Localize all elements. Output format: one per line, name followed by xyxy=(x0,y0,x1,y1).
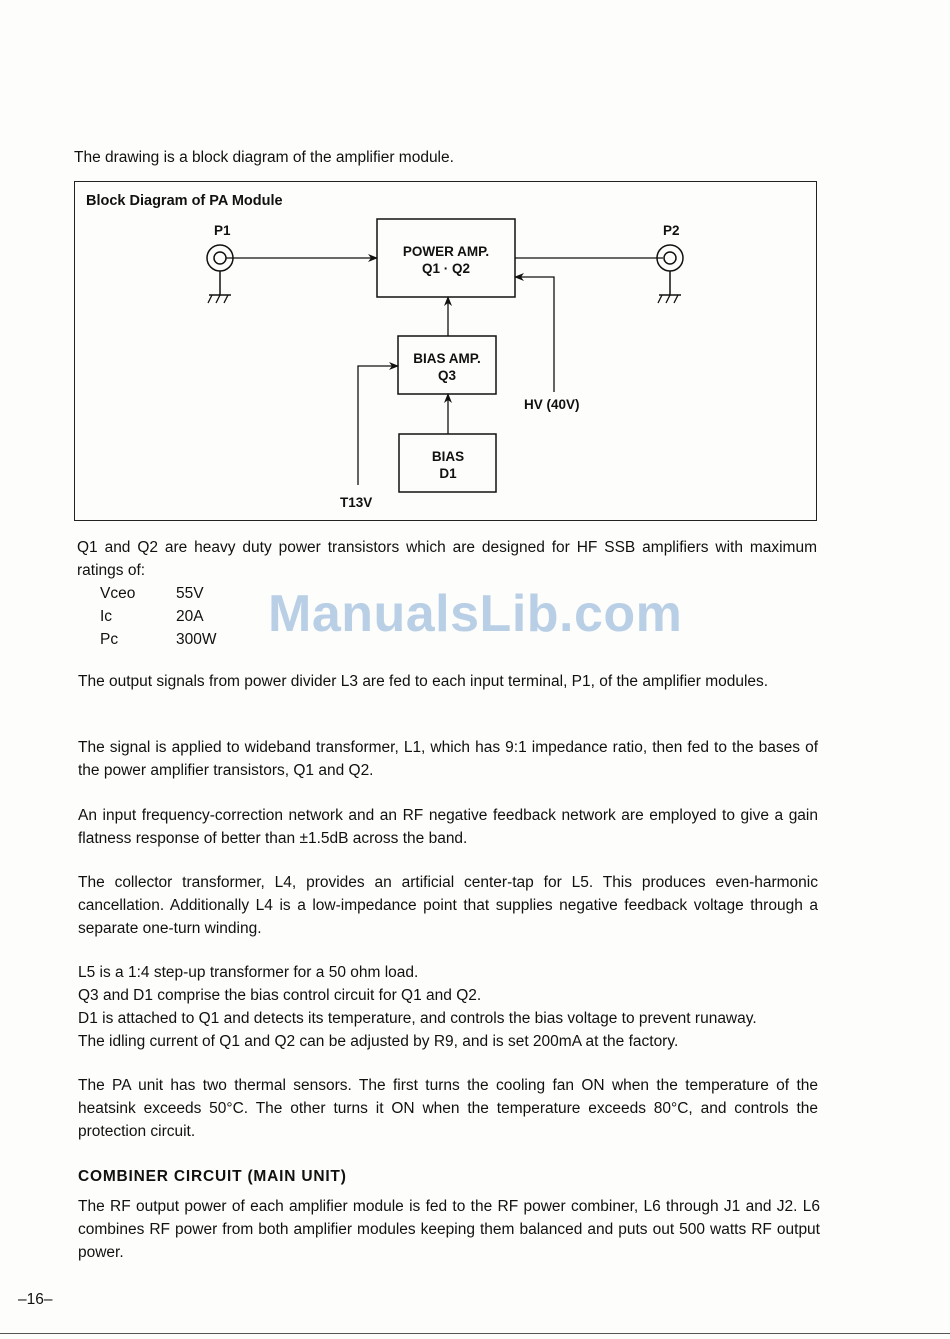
bias-block xyxy=(398,433,497,493)
power-amp-transistors: Q1 · Q2 xyxy=(422,261,470,276)
p1-connector-icon xyxy=(206,244,234,295)
para-thermal-sensors: The PA unit has two thermal sensors. The… xyxy=(78,1077,818,1140)
p1-label: P1 xyxy=(214,223,231,238)
rating-name: Ic xyxy=(100,608,113,625)
rating-value: 20A xyxy=(176,608,204,625)
para-transistors: Q1 and Q2 are heavy duty power transisto… xyxy=(77,539,817,579)
text-line: The idling current of Q1 and Q2 can be a… xyxy=(78,1033,679,1050)
rating-row: Pc 300W xyxy=(100,628,217,651)
p1-ground-icon xyxy=(207,294,231,304)
hv-label: HV (40V) xyxy=(524,397,580,412)
para-power-divider: The output signals from power divider L3… xyxy=(78,673,769,690)
rating-value: 55V xyxy=(176,585,204,602)
text-line: D1 is attached to Q1 and detects its tem… xyxy=(78,1010,757,1027)
page-number: –16– xyxy=(18,1291,53,1308)
rating-value: 300W xyxy=(176,631,217,648)
p2-connector-icon xyxy=(656,244,684,295)
p2-label: P2 xyxy=(663,223,680,238)
rating-name: Vceo xyxy=(100,585,136,602)
hv-supply-line xyxy=(514,273,555,392)
rating-name: Pc xyxy=(100,631,119,648)
section-heading: COMBINER CIRCUIT (MAIN UNIT) xyxy=(78,1168,347,1185)
watermark: ManualsLib.com xyxy=(268,585,683,643)
intro-text: The drawing is a block diagram of the am… xyxy=(74,149,454,166)
text-line: Q3 and D1 comprise the bias control circ… xyxy=(78,987,482,1004)
rating-row: Ic 20A xyxy=(100,605,217,628)
para-feedback-network: An input frequency-correction network an… xyxy=(78,807,818,847)
para-bias-control: L5 is a 1:4 step-up transformer for a 50… xyxy=(78,961,823,1053)
para-wideband-transformer: The signal is applied to wideband transf… xyxy=(78,739,818,779)
para-collector-transformer: The collector transformer, L4, provides … xyxy=(78,874,818,937)
block-diagram-drawing: Block Diagram of PA Module P1 POWER AMP.… xyxy=(86,193,684,510)
bias-amp-transistor: Q3 xyxy=(438,368,457,383)
text-line: L5 is a 1:4 step-up transformer for a 50… xyxy=(78,964,419,981)
rating-row: Vceo 55V xyxy=(100,582,217,605)
bias-amp-label: BIAS AMP. xyxy=(413,351,481,366)
t13v-label: T13V xyxy=(340,495,372,510)
bias-diode: D1 xyxy=(439,466,457,481)
ratings-table: Vceo 55V Ic 20A Pc 300W xyxy=(100,582,217,651)
block-diagram: Block Diagram of PA Module P1 POWER AMP.… xyxy=(74,181,817,521)
bottom-rule xyxy=(0,1333,950,1334)
diagram-title: Block Diagram of PA Module xyxy=(86,193,283,209)
para-combiner: The RF output power of each amplifier mo… xyxy=(78,1198,820,1261)
t13v-supply-line xyxy=(357,362,399,485)
power-amp-label: POWER AMP. xyxy=(403,244,489,259)
bias-label: BIAS xyxy=(432,449,464,464)
p2-ground-icon xyxy=(657,294,681,304)
